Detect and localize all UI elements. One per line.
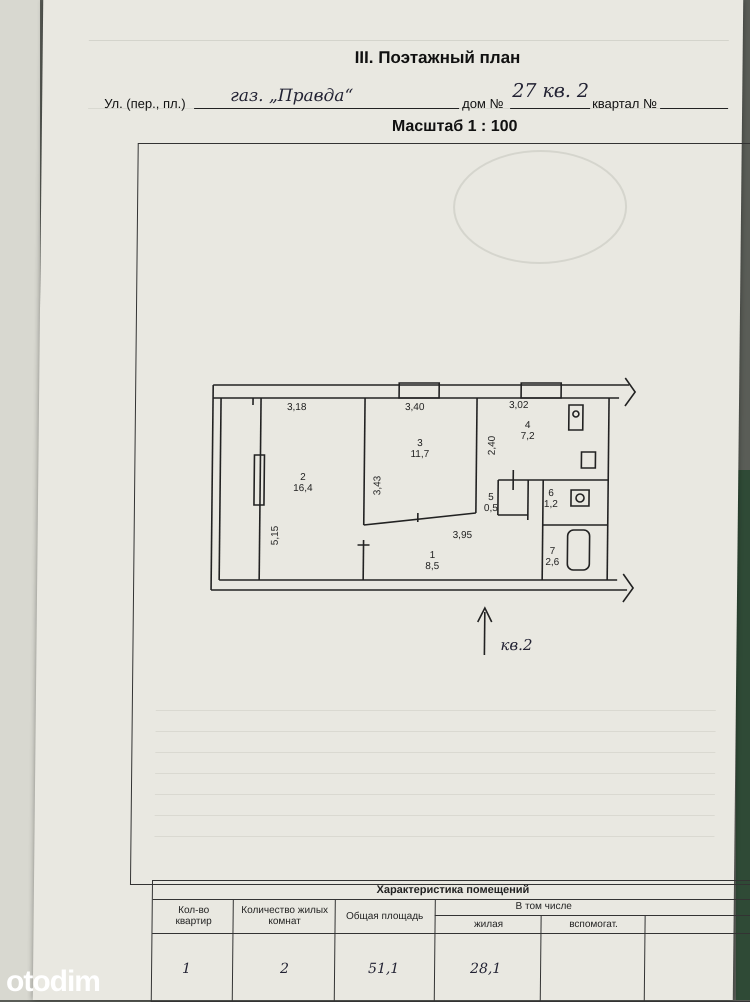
dimension-label: 3,02 <box>509 400 529 411</box>
table-col-line <box>540 915 542 1001</box>
table-col-line <box>644 915 646 1001</box>
sink-fixture <box>581 452 595 468</box>
bathtub-fixture <box>567 530 589 570</box>
stove-burner <box>573 411 579 417</box>
col-living: жилая <box>440 919 536 930</box>
cell-total: 51,1 <box>368 961 399 977</box>
table-divider <box>153 899 750 900</box>
wall-left-inner <box>219 398 221 580</box>
entry-label: кв.2 <box>500 636 532 654</box>
cell-living: 28,1 <box>470 961 501 977</box>
wall-left <box>211 385 213 590</box>
wall-right-inner <box>607 398 609 580</box>
dimension-label: 3,95 <box>453 530 473 541</box>
table-title: Характеристика помещений <box>153 884 750 896</box>
break-mark-bottom <box>623 574 633 602</box>
wall-room3-left <box>364 398 365 525</box>
dimension-label: 5,15 <box>270 526 281 545</box>
col-rooms: Количество жилых комнат <box>241 905 329 927</box>
col-aux: вспомогат. <box>546 919 640 930</box>
otodim-logo: otodim <box>6 965 100 999</box>
wall-room3-right <box>476 398 477 513</box>
toilet-bowl <box>576 494 584 502</box>
break-mark-top <box>625 378 635 406</box>
characteristics-table: Характеристика помещений Кол-во квартир … <box>151 880 750 1002</box>
col-including: В том числе <box>441 901 647 912</box>
dimension-label: 3,18 <box>287 402 307 413</box>
table-divider <box>152 933 750 934</box>
wall-room2-right <box>259 398 261 580</box>
cell-apartments: 1 <box>182 961 191 977</box>
toilet-fixture <box>571 490 589 506</box>
dimension-label: 2,40 <box>487 436 498 455</box>
table-col-line <box>232 899 234 1001</box>
wall-room3-bottom <box>364 513 476 525</box>
floor-plan-document: III. Поэтажный план Ул. (пер., пл.) газ.… <box>33 0 743 1000</box>
floor-plan-drawing <box>33 0 743 1000</box>
table-col-line <box>334 899 336 1001</box>
cell-rooms: 2 <box>280 961 289 977</box>
dimension-label: 3,40 <box>405 402 425 413</box>
col-total: Общая площадь <box>339 911 431 922</box>
table-divider <box>435 915 750 916</box>
dimension-label: 3,43 <box>372 476 383 495</box>
window-left <box>254 455 265 505</box>
col-apartments: Кол-во квартир <box>161 905 227 927</box>
faint-form-lines <box>154 690 716 850</box>
